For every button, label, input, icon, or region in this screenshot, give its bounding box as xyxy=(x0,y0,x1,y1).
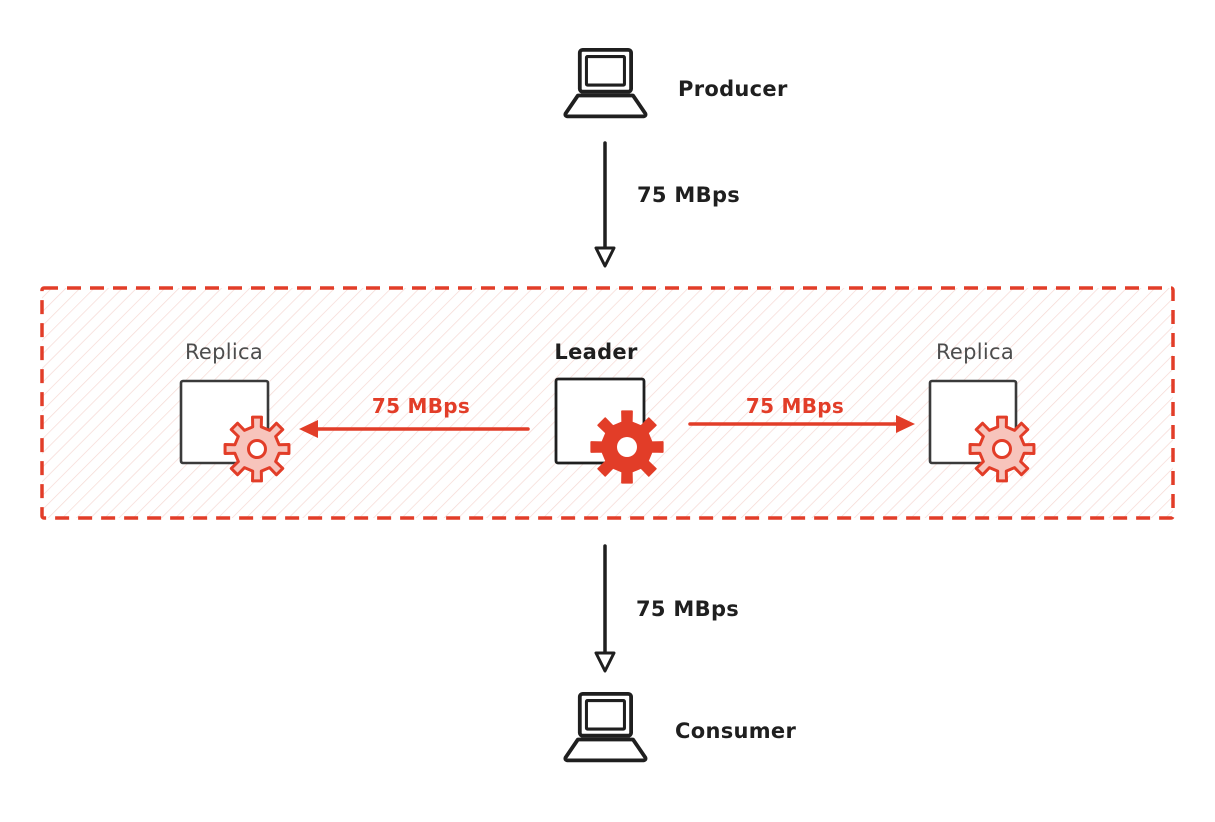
leader-label: Leader xyxy=(554,340,638,364)
arrowhead-left-icon xyxy=(299,420,318,438)
consumer-laptop-icon xyxy=(563,692,648,763)
gear-hole xyxy=(617,437,637,457)
producer-to-leader-arrow xyxy=(594,141,616,268)
replica-right-node xyxy=(928,379,1036,483)
leader-node xyxy=(554,377,664,484)
replica-left-node xyxy=(179,379,291,483)
arrowhead-right-icon xyxy=(896,415,915,433)
replica-left-flow-rate-label: 75 MBps xyxy=(371,394,471,418)
arrowhead-down-icon xyxy=(594,246,616,268)
arrowhead-down-icon xyxy=(594,651,616,673)
consumer-label: Consumer xyxy=(675,719,797,743)
producer-flow-rate-label: 75 MBps xyxy=(637,183,741,207)
leader-to-replica-left-arrow xyxy=(299,420,530,438)
producer-label: Producer xyxy=(678,77,788,101)
replica-right-flow-rate-label: 75 MBps xyxy=(745,394,845,418)
replica-right-label: Replica xyxy=(935,340,1015,364)
gear-hole xyxy=(247,439,267,459)
producer-laptop-icon xyxy=(563,48,648,119)
consumer-flow-rate-label: 75 MBps xyxy=(636,597,740,621)
leader-to-consumer-arrow xyxy=(594,544,616,673)
leader-to-replica-right-arrow xyxy=(688,415,915,433)
gear-hole xyxy=(992,439,1012,459)
replica-left-label: Replica xyxy=(184,340,264,364)
